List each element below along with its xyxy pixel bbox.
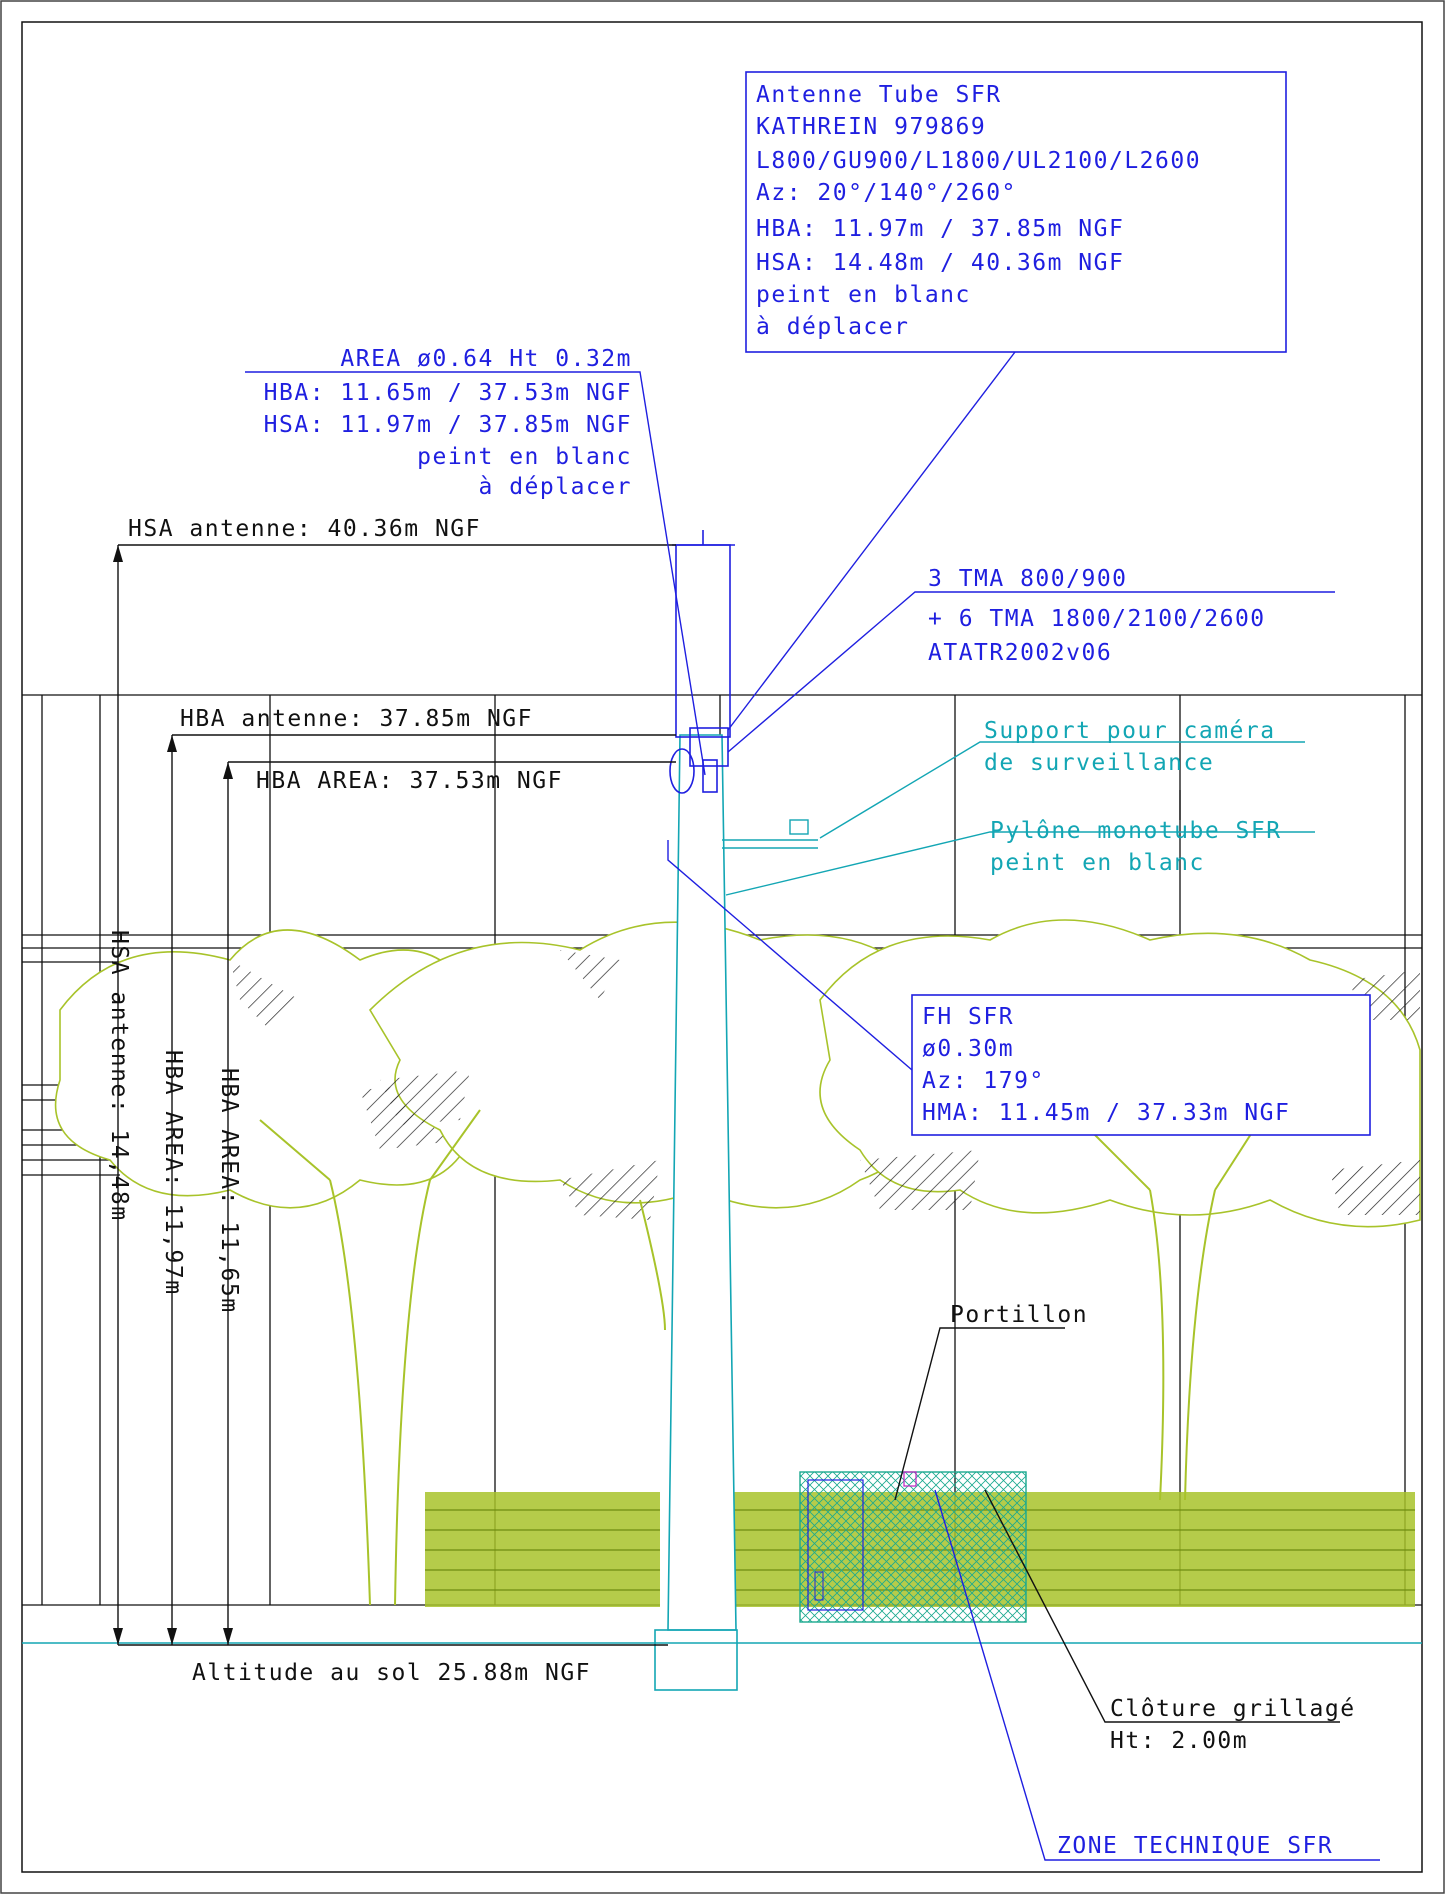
area-line-2: HBA: 11.65m / 37.53m NGF [264,380,632,406]
camera-line-1: Support pour caméra [984,718,1276,744]
tree-canopies [54,919,1421,1606]
cloture-line-2: Ht: 2.00m [1110,1728,1248,1754]
antenna-line-3: L800/GU900/L1800/UL2100/L2600 [756,148,1201,174]
cloture-label: Clôture grillagé Ht: 2.00m [1110,1696,1356,1754]
dimension-arrows [113,545,233,1645]
area-spec-text: AREA ø0.64 Ht 0.32m HBA: 11.65m / 37.53m… [264,346,632,500]
fh-line-1: FH SFR [922,1004,1014,1030]
tma-line-2: + 6 TMA 1800/2100/2600 [928,606,1266,632]
dim-hba-area-1165: HBA AREA: 11,65m [216,1068,242,1314]
technical-zone-fence [799,1471,1027,1623]
fh-spec-box [911,994,1371,1136]
fh-line-3: Az: 179° [922,1068,1045,1094]
inner-frame [21,21,1423,1873]
leader-lines [245,351,1380,1861]
antenna-line-8: à déplacer [756,314,909,340]
tma-spec-text: 3 TMA 800/900 + 6 TMA 1800/2100/2600 ATA… [928,566,1266,666]
dim-hba-area-1197: HBA AREA: 11,97m [160,1050,186,1296]
level-labels: HSA antenne: 40.36m NGF HBA antenne: 37.… [128,516,591,1686]
antenna-tube [669,530,735,794]
area-line-4: peint en blanc [417,444,632,470]
pylon-line-1: Pylône monotube SFR [990,818,1282,844]
portillon-label: Portillon [950,1302,1088,1328]
antenna-line-7: peint en blanc [756,282,971,308]
antenna-line-5: HBA: 11.97m / 37.85m NGF [756,216,1124,242]
camera-line-2: de surveillance [984,750,1214,776]
level-hsa-antenne: HSA antenne: 40.36m NGF [128,516,481,542]
vertical-dimension-labels: HSA antenne: 14,48m HBA AREA: 11,97m HBA… [106,930,242,1314]
level-lines [117,544,676,1646]
area-line-1: AREA ø0.64 Ht 0.32m [340,346,632,372]
antenna-line-2: KATHREIN 979869 [756,114,986,140]
cloture-line-1: Clôture grillagé [1110,1696,1356,1722]
zone-technique-label: ZONE TECHNIQUE SFR [1057,1833,1333,1859]
dim-hsa-antenne: HSA antenne: 14,48m [106,930,132,1222]
fh-line-4: HMA: 11.45m / 37.33m NGF [922,1100,1290,1126]
fh-line-2: ø0.30m [922,1036,1014,1062]
camera-support-text: Support pour caméra de surveillance [984,718,1276,776]
level-hba-area: HBA AREA: 37.53m NGF [256,768,563,794]
level-hba-antenne: HBA antenne: 37.85m NGF [180,706,533,732]
pylon-monotube [22,734,1422,1691]
area-line-5: à déplacer [479,474,632,500]
pylon-text: Pylône monotube SFR peint en blanc [990,818,1282,876]
tma-line-3: ATATR2002v06 [928,640,1112,666]
antenna-line-4: Az: 20°/140°/260° [756,180,1017,206]
level-sol: Altitude au sol 25.88m NGF [192,1660,591,1686]
pylon-line-2: peint en blanc [990,850,1205,876]
antenna-line-1: Antenne Tube SFR [756,82,1002,108]
antenna-line-6: HSA: 14.48m / 40.36m NGF [756,250,1124,276]
antenna-spec-text: Antenne Tube SFR KATHREIN 979869 L800/GU… [756,82,1201,340]
tma-line-1: 3 TMA 800/900 [928,566,1128,592]
area-line-3: HSA: 11.97m / 37.85m NGF [264,412,632,438]
antenna-spec-box [745,71,1287,353]
fh-spec-text: FH SFR ø0.30m Az: 179° HMA: 11.45m / 37.… [922,1004,1290,1126]
